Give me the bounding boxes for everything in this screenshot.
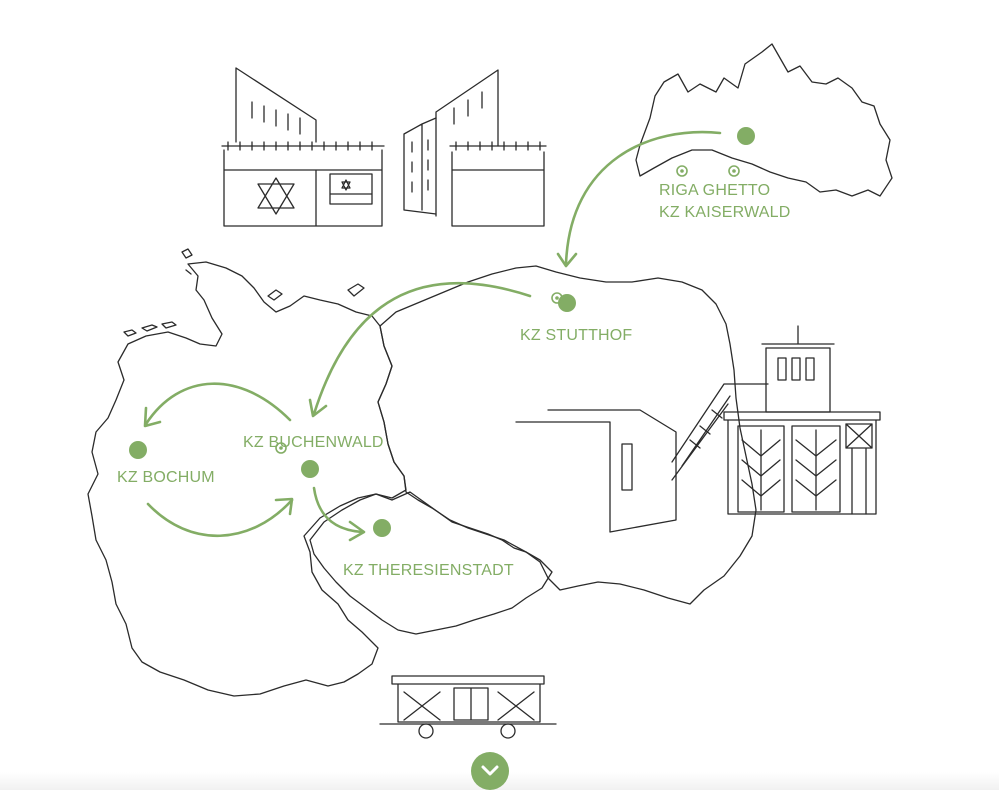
buchenwald-marker — [301, 460, 319, 478]
camp-gate-illustration — [515, 325, 881, 533]
germany-outline — [87, 261, 407, 697]
ghetto-building-illustration — [221, 67, 385, 227]
route-bochum-buchenwald — [146, 498, 294, 538]
stutthof-marker — [558, 294, 576, 312]
chevron-down-icon — [481, 765, 499, 776]
scroll-down-button[interactable] — [471, 752, 509, 790]
route-stutthof-buchenwald — [312, 281, 532, 416]
theresienstadt-marker — [373, 519, 391, 537]
riga-label-line-2: KZ KAISERWALD — [659, 204, 791, 221]
riga-ghetto-marker — [676, 165, 688, 177]
czech-outline — [309, 491, 553, 635]
kaiserwald-marker — [728, 165, 740, 177]
riga-marker — [737, 127, 755, 145]
train-wagon-illustration — [379, 675, 557, 739]
buchenwald-label: KZ BUCHENWALD — [243, 434, 384, 451]
stutthof-label: KZ STUTTHOF — [520, 327, 633, 344]
riga-label-line-1: RIGA GHETTO — [659, 182, 771, 199]
route-buchenwald-bochum — [144, 382, 292, 426]
buchenwald-site-marker — [275, 442, 287, 454]
riga-label: RIGA GHETTO KZ KAISERWALD — [659, 180, 791, 224]
bochum-marker — [129, 441, 147, 459]
route-riga-stutthof — [564, 130, 722, 266]
stutthof-site-marker — [551, 292, 563, 304]
theresienstadt-label: KZ THERESIENSTADT — [343, 562, 514, 579]
latvia-outline — [635, 43, 893, 197]
bochum-label: KZ BOCHUM — [117, 469, 215, 486]
route-buchenwald-theresienstadt — [312, 486, 364, 534]
ghetto-building-2-illustration — [403, 69, 547, 227]
poland-outline — [377, 265, 757, 605]
